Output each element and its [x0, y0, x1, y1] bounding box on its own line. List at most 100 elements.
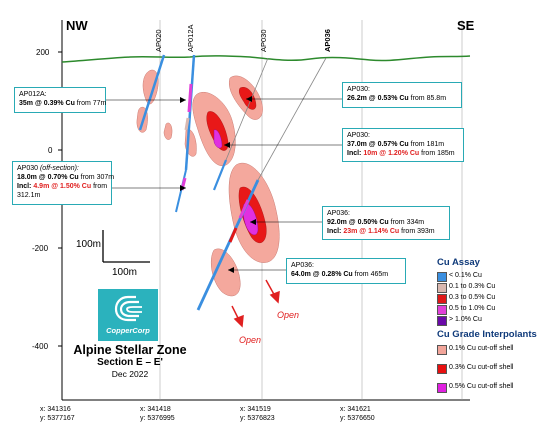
callout-result: 37.0m @ 0.57% Cu	[347, 141, 409, 148]
drillhole-ap030	[212, 159, 228, 191]
callout-hole: AP012A:	[19, 91, 47, 98]
legend-assay-title: Cu Assay	[437, 257, 480, 268]
elevation-label: 200	[36, 48, 50, 57]
callout-incl-result: 4.9m @ 1.50% Cu	[33, 183, 92, 190]
elevation-label: -200	[32, 244, 49, 253]
open-label: Open	[239, 335, 261, 345]
coppercorp-logo: CopperCorp	[98, 289, 158, 341]
section-date: Dec 2022	[111, 369, 149, 379]
callout-hole: AP030	[17, 165, 40, 172]
callout-result: 35m @ 0.39% Cu	[19, 100, 75, 107]
coordinate-x: x: 341519	[240, 406, 271, 413]
legend-item: 0.3 to 0.5% Cu	[449, 294, 496, 301]
callout-hole: AP030:	[347, 86, 370, 93]
drillhole-label-ap030: AP030	[259, 29, 268, 52]
coordinate-label: x: 341519 y: 5376823	[240, 405, 275, 423]
open-label: Open	[277, 310, 299, 320]
topography-line	[61, 55, 471, 63]
shell-0.5-cu	[213, 129, 259, 236]
legend-item: < 0.1% Cu	[449, 272, 482, 279]
shell-0.5-main	[213, 129, 223, 149]
drillhole-ap020	[138, 54, 166, 131]
arrowhead	[224, 142, 230, 148]
callout-incl-from: from	[91, 183, 108, 190]
callout-ap030-lower: AP030: 37.0m @ 0.57% Cu from 181m Incl: …	[342, 128, 464, 162]
callout-hole: AP036:	[291, 262, 314, 269]
callout-ap012a: AP012A: 35m @ 0.39% Cu from 77m	[14, 87, 106, 113]
drillhole-ap030-collar	[225, 57, 269, 161]
coordinate-x: x: 341621	[340, 406, 371, 413]
title-block: Alpine Stellar Zone Section E – E' Dec 2…	[64, 343, 196, 380]
callout-hole: AP030:	[347, 132, 370, 139]
coordinate-y: y: 5377167	[40, 415, 75, 422]
arrowhead	[180, 185, 186, 191]
drillhole-ap030-offsection	[175, 169, 187, 213]
legend-interp-title: Cu Grade Interpolants	[437, 329, 537, 340]
callout-note: (off-section):	[39, 165, 79, 172]
scale-label-horizontal: 100m	[112, 267, 137, 278]
section-subtitle: Section E – E'	[97, 357, 163, 368]
callout-ap030-offsection: AP030 (off-section): 18.0m @ 0.70% Cu fr…	[12, 161, 115, 205]
leader-lines	[104, 98, 342, 271]
callout-result: 26.2m @ 0.53% Cu	[347, 95, 409, 102]
callout-incl-label: Incl:	[347, 150, 364, 157]
direction-se: SE	[457, 18, 475, 33]
shell-0.1-lower	[211, 248, 241, 297]
shell-0.1-c	[163, 122, 173, 140]
legend-swatch	[437, 272, 447, 282]
coordinate-label: x: 341316 y: 5377167	[40, 405, 75, 423]
callout-result: 64.0m @ 0.28% Cu	[291, 271, 353, 278]
callout-incl-from: from 185m	[419, 150, 455, 157]
legend-item: 0.1 to 0.3% Cu	[449, 283, 496, 290]
callout-ap036-upper: AP036: 92.0m @ 0.50% Cu from 334m Incl: …	[322, 206, 450, 240]
elevation-label: -400	[32, 342, 49, 351]
direction-nw: NW	[66, 18, 88, 33]
arrowhead	[246, 96, 252, 102]
scale-bar	[102, 230, 150, 263]
legend-swatch	[437, 316, 447, 326]
drillhole-label-ap012a: AP012A	[186, 24, 195, 52]
arrowhead	[250, 219, 256, 225]
callout-from: from 307m	[78, 174, 115, 181]
callout-incl-result: 23m @ 1.14% Cu	[343, 228, 400, 235]
callout-hole: AP036:	[327, 210, 350, 217]
callout-incl-from: from 393m	[399, 228, 435, 235]
assay-interval	[238, 199, 250, 219]
logo-mark-icon	[114, 295, 142, 322]
coordinate-x: x: 341418	[140, 406, 171, 413]
callout-from: from 334m	[388, 219, 425, 226]
open-arrow-head	[233, 314, 244, 328]
coordinate-label: x: 341418 y: 5376995	[140, 405, 175, 423]
coordinate-label: x: 341621 y: 5376650	[340, 405, 375, 423]
callout-incl-label: Incl:	[17, 183, 34, 190]
callout-incl-from-cont: 312.1m	[17, 192, 41, 199]
callout-result: 92.0m @ 0.50% Cu	[327, 219, 389, 226]
legend-swatch	[437, 383, 447, 393]
section-title: Alpine Stellar Zone	[73, 343, 187, 357]
legend-swatch	[437, 283, 447, 293]
legend-item: 0.5% Cu cut-off shell	[449, 383, 514, 390]
legend-swatch	[437, 305, 447, 315]
coordinate-y: y: 5376650	[340, 415, 375, 422]
legend-item: > 1.0% Cu	[449, 316, 482, 323]
open-arrow-head	[269, 290, 280, 304]
arrowhead	[180, 97, 186, 103]
coordinate-x: x: 341316	[40, 406, 71, 413]
shell-0.1-a	[142, 69, 159, 105]
callout-incl-label: Incl:	[327, 228, 344, 235]
callout-from: from 465m	[352, 271, 389, 278]
coordinate-y: y: 5376823	[240, 415, 275, 422]
coordinate-y: y: 5376995	[140, 415, 175, 422]
drillhole-label-ap020: AP020	[154, 29, 163, 52]
legend-swatch	[437, 364, 447, 374]
callout-incl-result: 10m @ 1.20% Cu	[363, 150, 420, 157]
callout-from: from 181m	[408, 141, 445, 148]
leader-arrowheads	[180, 96, 256, 273]
open-arrows	[231, 279, 280, 328]
elevation-label: 0	[48, 146, 53, 155]
drillhole-ap012a	[184, 54, 196, 171]
scale-label-vertical: 100m	[76, 239, 101, 250]
callout-ap036-lower: AP036: 64.0m @ 0.28% Cu from 465m	[286, 258, 406, 284]
callout-result: 18.0m @ 0.70% Cu	[17, 174, 79, 181]
